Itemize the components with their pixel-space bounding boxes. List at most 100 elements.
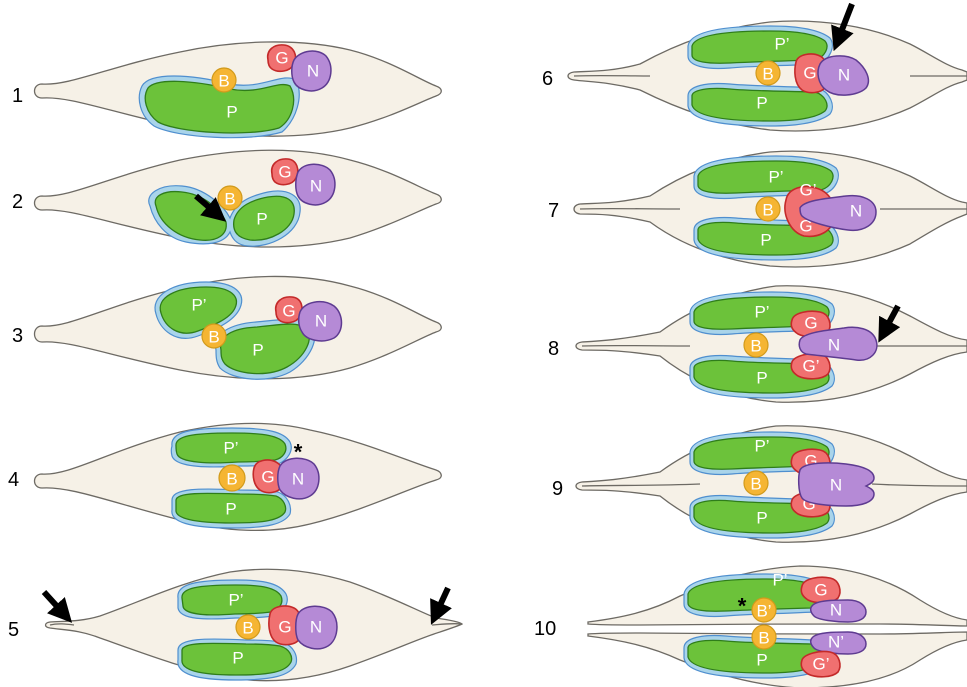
plastid-bottom-label: P bbox=[756, 509, 767, 528]
stage-number: 5 bbox=[8, 619, 19, 641]
golgi-label: G bbox=[803, 64, 816, 83]
nucleus-label: N bbox=[292, 470, 304, 489]
golgi-label: G bbox=[278, 618, 291, 637]
golgi-top-label: G’ bbox=[800, 181, 817, 200]
stage-number: 4 bbox=[8, 469, 19, 491]
nucleus bbox=[291, 50, 332, 92]
nucleus-label: N bbox=[315, 312, 327, 331]
golgi-label: G bbox=[261, 468, 274, 487]
nucleus-bottom bbox=[809, 631, 867, 655]
basal-body-top-label: B’ bbox=[756, 602, 771, 621]
arrow-icon bbox=[194, 193, 227, 222]
plastid-bottom-label: P bbox=[252, 341, 263, 360]
basal-body-bottom bbox=[751, 624, 777, 650]
basal-body bbox=[743, 332, 769, 358]
plastid-bottom-label: P bbox=[756, 94, 767, 113]
nucleus-label: N bbox=[830, 476, 842, 495]
nucleus bbox=[798, 326, 878, 361]
nucleus-top-label: N bbox=[830, 601, 842, 620]
arrow-icon bbox=[41, 589, 73, 623]
basal-body-label: B bbox=[224, 190, 235, 209]
golgi-top-label: G bbox=[804, 314, 817, 333]
plastid-bottom bbox=[181, 642, 293, 676]
basal-body-bottom-label: B bbox=[758, 629, 769, 648]
stage-3: 3 P’ P B G N bbox=[12, 275, 442, 380]
basal-body-label: B bbox=[208, 328, 219, 347]
nucleus bbox=[295, 163, 336, 206]
plastid-top-label: P’ bbox=[228, 591, 243, 610]
golgi-top bbox=[800, 576, 841, 604]
golgi-bottom bbox=[800, 650, 841, 678]
arrow-icon bbox=[878, 304, 901, 343]
plastid-top-label: P’ bbox=[772, 571, 787, 590]
basal-body-label: B bbox=[762, 201, 773, 220]
nucleus-label: N bbox=[828, 336, 840, 355]
basal-body bbox=[218, 464, 246, 492]
golgi-bottom-label: G’ bbox=[813, 655, 830, 674]
stage-number: 1 bbox=[12, 85, 23, 107]
stage-number: 7 bbox=[548, 200, 559, 222]
basal-body-top bbox=[751, 597, 777, 623]
basal-body bbox=[235, 614, 261, 640]
cleavage-furrow-right bbox=[871, 483, 967, 487]
stage-number: 9 bbox=[552, 478, 563, 500]
nucleus-label: N bbox=[307, 62, 319, 81]
golgi-top-label: G bbox=[814, 581, 827, 600]
arrow-icon bbox=[831, 2, 855, 52]
plastid-top-label: P’ bbox=[754, 303, 769, 322]
plastid-label: P bbox=[226, 103, 237, 122]
nucleus bbox=[797, 462, 875, 507]
plastid-top-label: P’ bbox=[191, 296, 206, 315]
stage-number: 6 bbox=[542, 68, 553, 90]
stage-5: 5 P’ P B G N bbox=[8, 568, 464, 682]
golgi-label: G bbox=[282, 302, 295, 321]
plastid-top bbox=[697, 160, 834, 194]
stage-6: 6 P’ P B G N bbox=[542, 2, 967, 132]
nucleus bbox=[817, 55, 870, 96]
nucleus bbox=[799, 194, 877, 232]
stage-number: 10 bbox=[534, 618, 556, 640]
nucleus-top bbox=[809, 599, 867, 623]
nucleus-label: N bbox=[310, 177, 322, 196]
stage-7: 7 P’ P B G’ G N bbox=[548, 150, 967, 268]
basal-body bbox=[755, 196, 781, 222]
plastid-top bbox=[159, 286, 237, 334]
plastid-top-label: P’ bbox=[223, 439, 238, 458]
nucleus-label: N bbox=[838, 66, 850, 85]
plastid-bottom bbox=[691, 87, 828, 122]
basal-body-label: B bbox=[762, 65, 773, 84]
basal-body-label: B bbox=[750, 475, 761, 494]
basal-body bbox=[743, 470, 769, 496]
nucleus bbox=[297, 300, 343, 342]
asterisk-marker: * bbox=[294, 440, 303, 465]
plastid-bottom-label: P bbox=[756, 369, 767, 388]
cleavage-furrow-left bbox=[581, 483, 701, 487]
stage-1: 1 P B G N bbox=[12, 41, 442, 139]
plastid-bottom bbox=[175, 492, 287, 524]
basal-body-label: B bbox=[226, 470, 237, 489]
plastid-bottom-label: P bbox=[756, 651, 767, 670]
basal-body bbox=[201, 323, 227, 349]
plastid-bottom-label: P bbox=[232, 649, 243, 668]
plastid-right bbox=[232, 195, 295, 241]
plastid-bottom bbox=[220, 323, 311, 375]
plastid-top-label: P’ bbox=[768, 168, 783, 187]
plastid-bottom-label: P bbox=[225, 500, 236, 519]
basal-body-label: B bbox=[242, 619, 253, 638]
stage-number: 2 bbox=[12, 191, 23, 213]
nucleus-label: N bbox=[310, 618, 322, 637]
golgi-label: G bbox=[278, 163, 291, 182]
basal-body-label: B bbox=[750, 337, 761, 356]
stage-9: 9 P’ P B G G’ N bbox=[552, 425, 967, 543]
stage-10: 10 P’ P B’ B * G N N’ G’ bbox=[534, 565, 967, 687]
plastid-label: P bbox=[256, 210, 267, 229]
nucleus bbox=[295, 605, 338, 650]
stage-2: 2 P B G N bbox=[12, 149, 442, 248]
nucleus-label: N bbox=[850, 202, 862, 221]
plastid-top bbox=[691, 30, 828, 64]
plastid-top-label: P’ bbox=[774, 35, 789, 54]
golgi-label: G bbox=[275, 49, 288, 68]
plastid-bottom-label: P bbox=[760, 231, 771, 250]
stage-number: 3 bbox=[12, 325, 23, 347]
